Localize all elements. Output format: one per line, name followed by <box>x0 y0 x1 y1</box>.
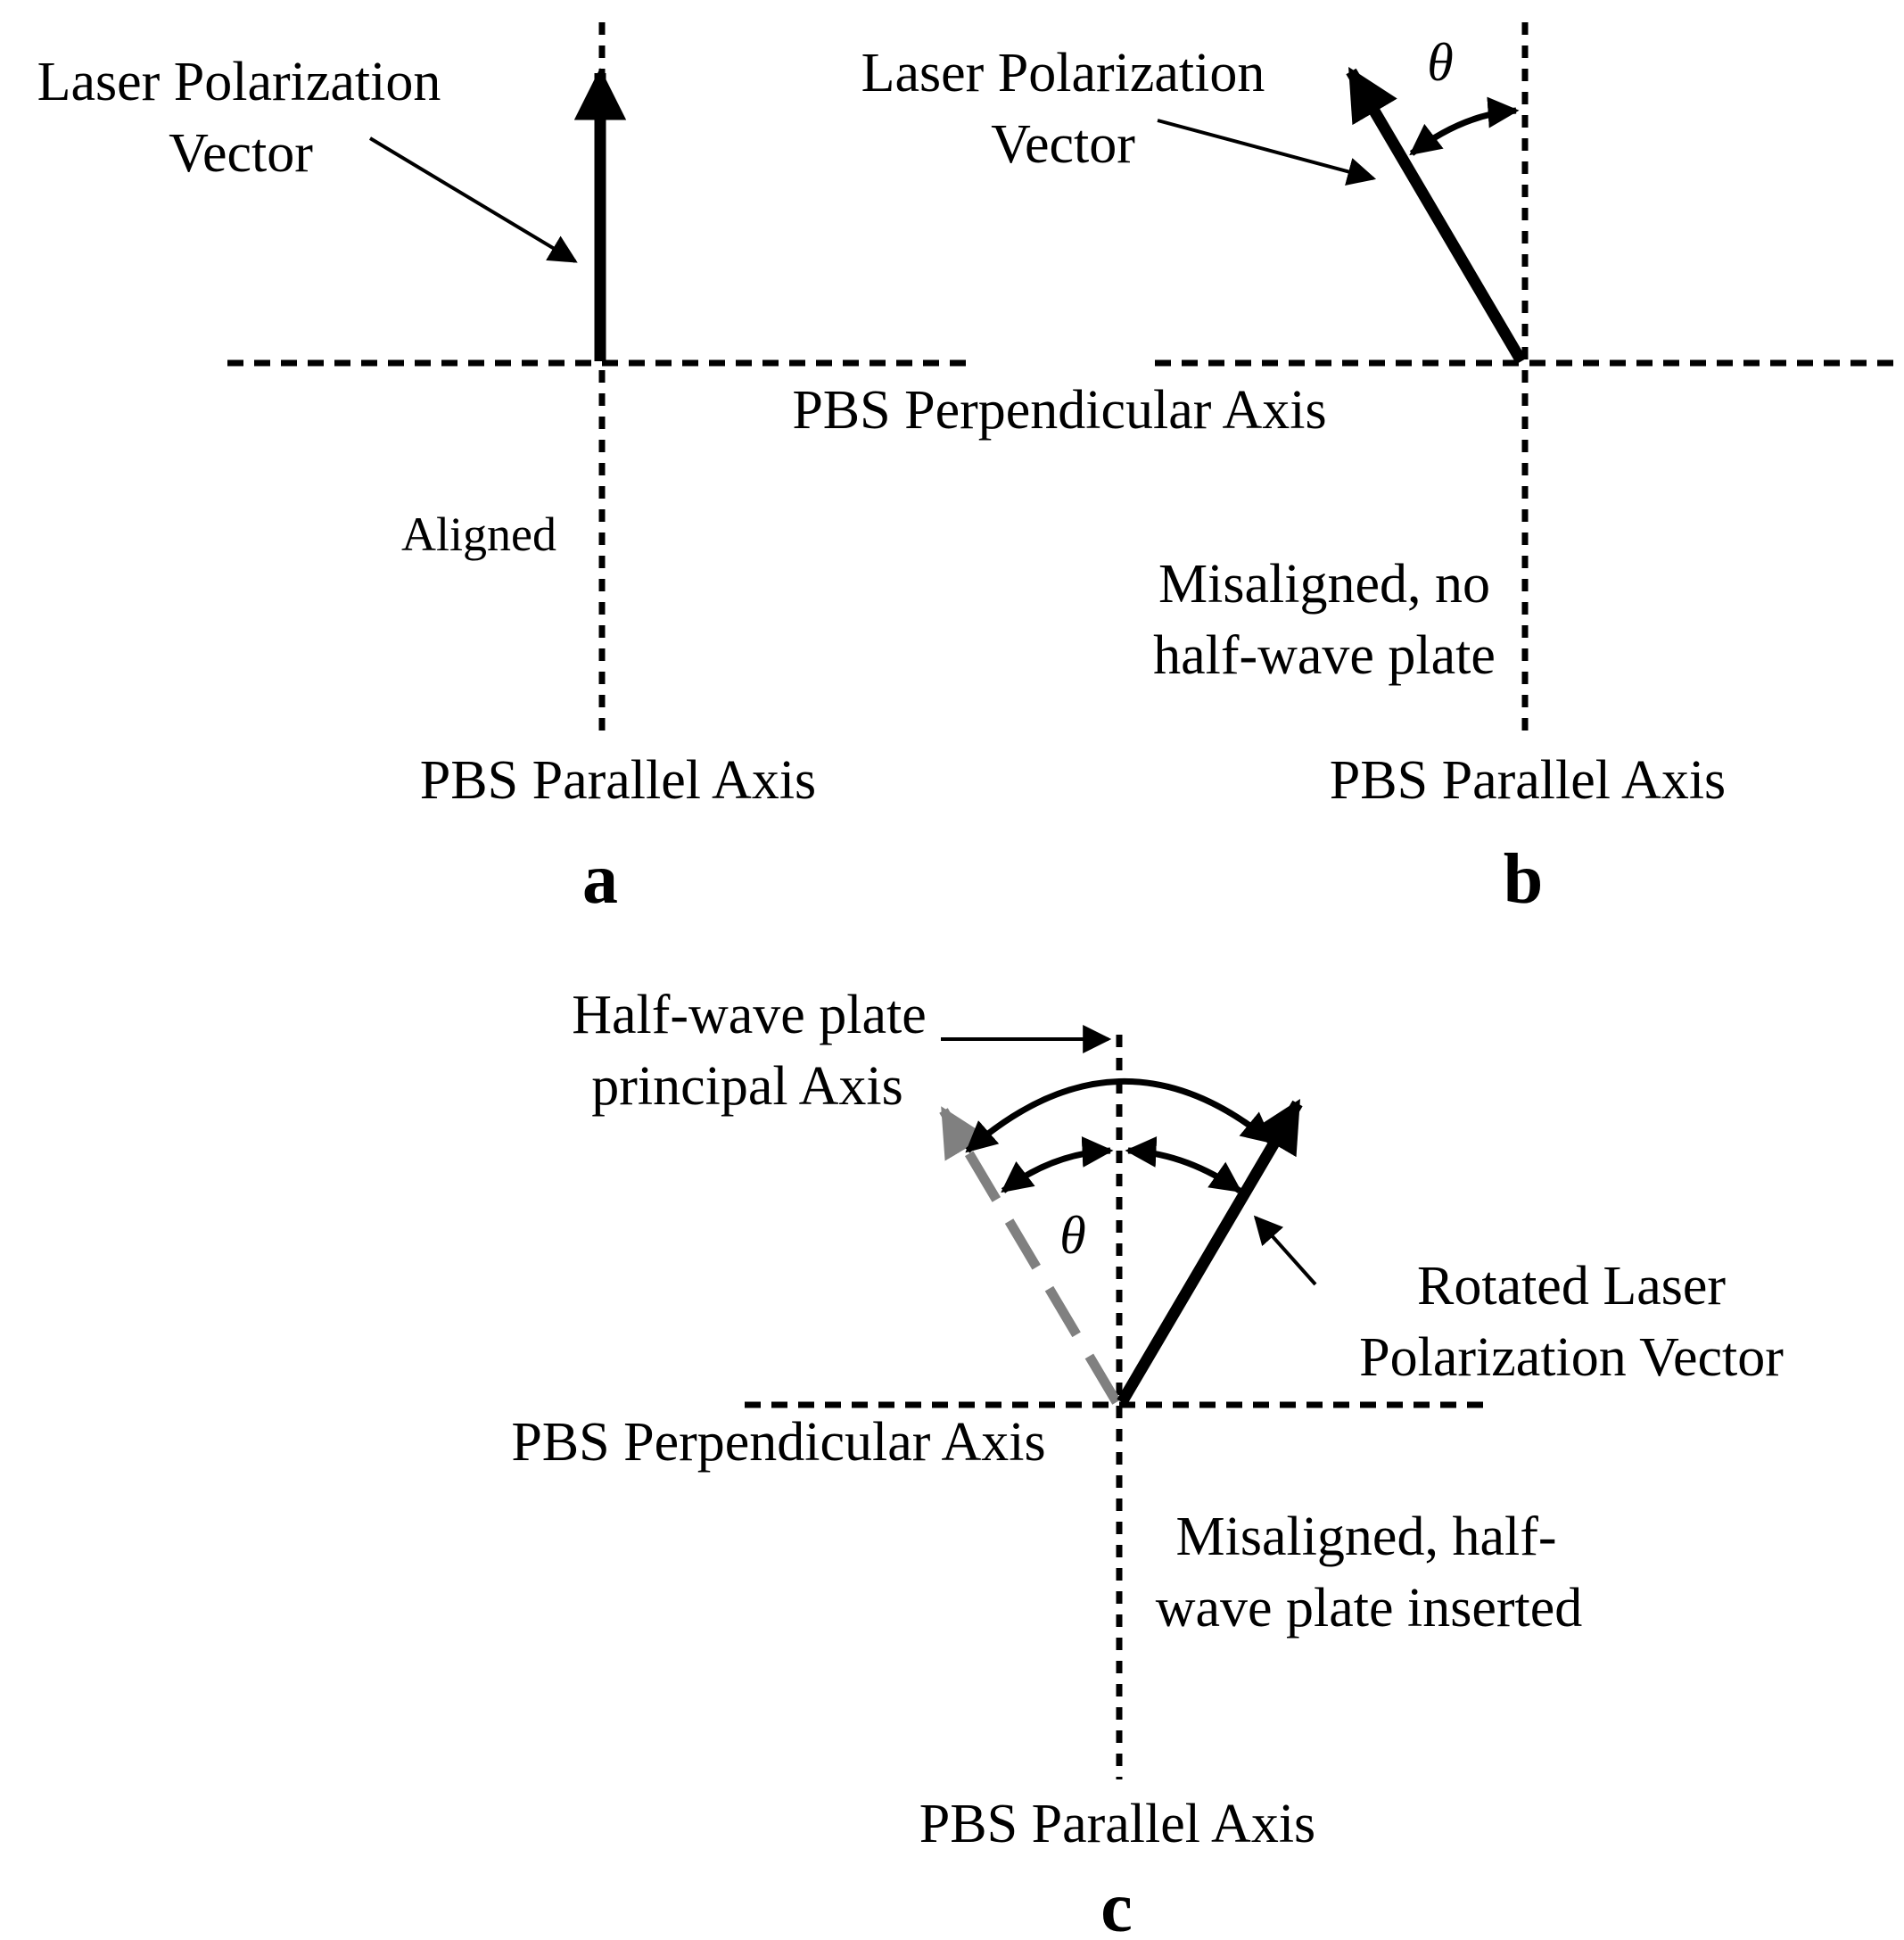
panel-a-state-label: Aligned <box>401 508 556 561</box>
panel-a-parallel-axis-label: PBS Parallel Axis <box>420 750 816 811</box>
panel-c-state-label-line1: Misaligned, half- <box>1175 1507 1556 1567</box>
panel-b-vector-label-line1: Laser Polarization <box>861 43 1265 103</box>
panel-b-laser-vector <box>1346 66 1527 365</box>
panel-b-vector-label-line2: Vector <box>991 114 1135 175</box>
panel-b-state-label-line1: Misaligned, no <box>1158 554 1490 615</box>
panel-c-rotated-pointer-arrow <box>1253 1215 1317 1286</box>
panel-b-state-label-line2: half-wave plate <box>1153 625 1496 686</box>
panel-c-original-vector <box>939 1106 1121 1405</box>
panel-b-parallel-axis-label: PBS Parallel Axis <box>1330 750 1726 811</box>
panel-c-perpendicular-axis-label: PBS Perpendicular Axis <box>511 1412 1045 1473</box>
panel-c-theta-arc-right <box>1125 1135 1242 1193</box>
panel-b-theta-arc <box>1409 96 1520 156</box>
panel-b-theta-symbol: θ <box>1427 33 1453 92</box>
panel-c-theta-arc-left <box>1001 1135 1114 1193</box>
panel-c: θ Half-wave plate principal Axis Rotated… <box>511 985 1784 1940</box>
panel-c-rotated-label-line1: Rotated Laser <box>1417 1256 1726 1317</box>
panel-c-parallel-axis-label: PBS Parallel Axis <box>919 1794 1315 1854</box>
panel-a-letter: a <box>582 840 618 919</box>
panel-a-label-pointer-arrow <box>368 136 578 263</box>
panel-c-double-theta-arc <box>965 1077 1273 1153</box>
top-perpendicular-axis-label: PBS Perpendicular Axis <box>792 380 1326 441</box>
panel-b: θ Laser Polarization Vector Misaligned, … <box>861 22 1904 919</box>
panel-a-vector-label-line2: Vector <box>169 123 313 184</box>
panel-c-rotated-label-line2: Polarization Vector <box>1359 1327 1784 1388</box>
panel-c-letter: c <box>1100 1869 1133 1940</box>
panel-c-hwp-label-line2: principal Axis <box>591 1056 903 1117</box>
panel-c-state-label-line2: wave plate inserted <box>1156 1578 1583 1639</box>
panel-a: Laser Polarization Vector Aligned PBS Pa… <box>37 22 972 919</box>
panel-b-letter: b <box>1504 840 1544 919</box>
panel-b-label-pointer-arrow <box>1157 119 1377 186</box>
panel-a-vector-label-line1: Laser Polarization <box>37 52 441 112</box>
panel-c-rotated-vector <box>1117 1098 1303 1406</box>
panel-c-theta-symbol: θ <box>1059 1206 1085 1265</box>
panel-c-hwp-label-line1: Half-wave plate <box>572 985 927 1045</box>
